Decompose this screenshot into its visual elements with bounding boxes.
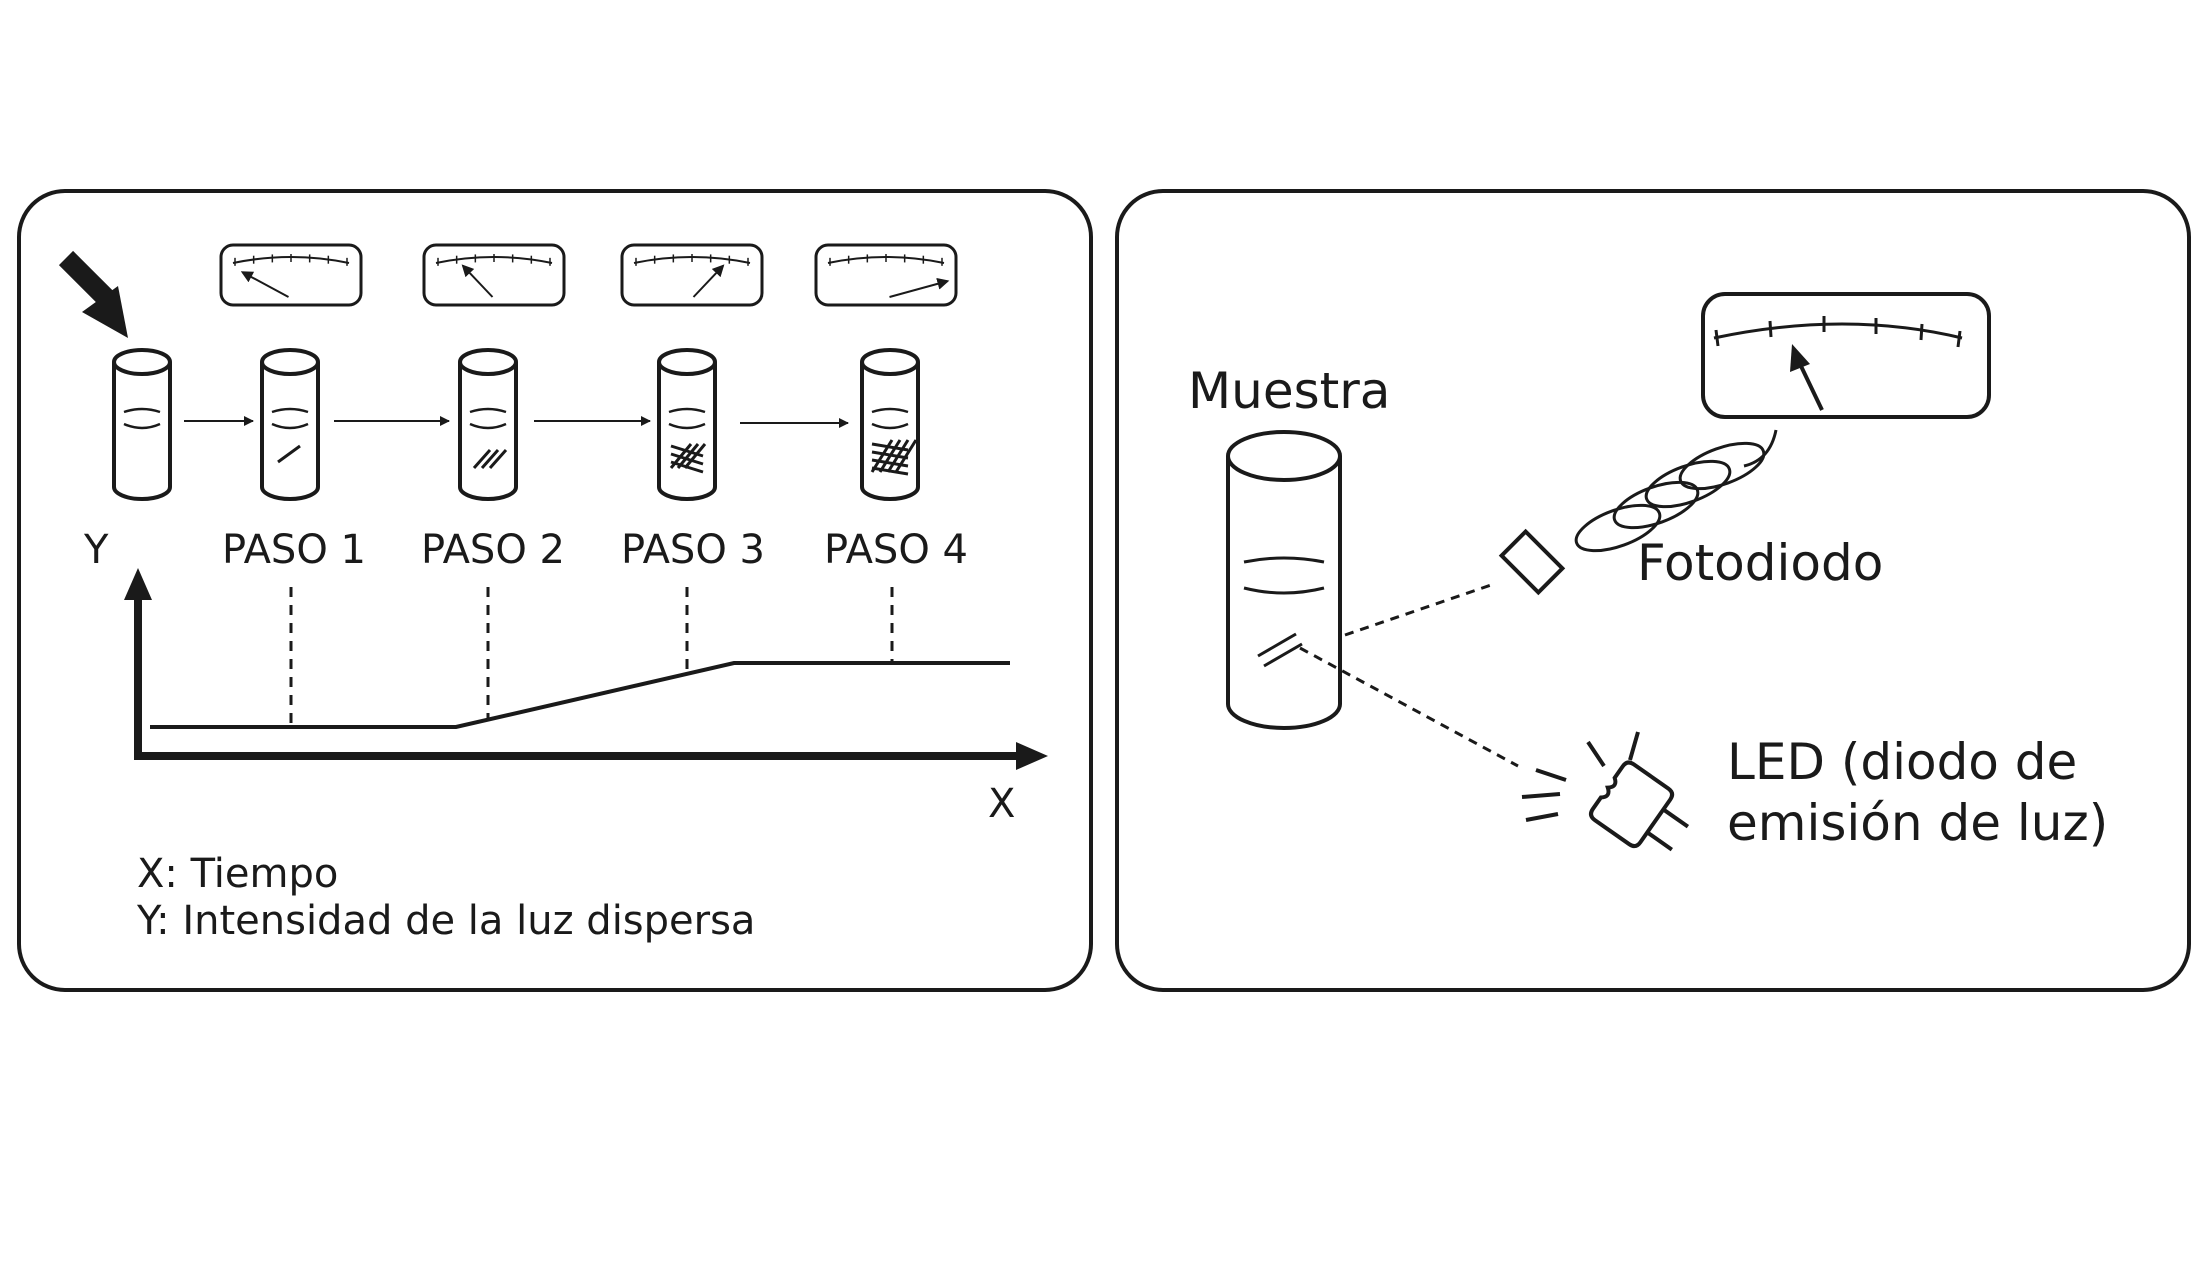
step-label-2: PASO 2 (421, 527, 565, 573)
legend-x: X: Tiempo (137, 851, 338, 897)
tube-initial (112, 348, 172, 501)
step-label-1: PASO 1 (222, 527, 366, 573)
gauge-needle (692, 264, 725, 298)
coil-wire (1574, 429, 1778, 553)
led-ray (1535, 768, 1567, 782)
left-panel: Y PASO 1 PASO 2 PASO 3 PASO 4 X X: Tiemp… (17, 189, 1093, 992)
tube-step-4 (860, 348, 920, 501)
gauge-icon-step-3 (620, 243, 764, 307)
legend-y: Y: Intensidad de la luz dispersa (136, 898, 755, 944)
led-ray (1586, 740, 1606, 768)
scattered-light-curve (150, 661, 1010, 729)
step-tubes (112, 348, 920, 501)
scattered-beam (1344, 582, 1495, 637)
gauge-needle (240, 271, 289, 298)
meter-icon (1701, 292, 1991, 419)
led-label-line1: LED (diodo de (1727, 733, 2077, 791)
tube-step-1 (260, 348, 320, 501)
left-panel-frame (17, 189, 1093, 992)
sample-tube (1226, 430, 1342, 730)
y-axis-arrowhead (124, 568, 152, 600)
x-axis-arrowhead (1016, 742, 1048, 770)
tube-step-2 (458, 348, 518, 501)
led-ray (1628, 731, 1640, 761)
step-gauges (219, 243, 958, 307)
led-ray (1521, 792, 1561, 799)
axis-x-label: X (988, 781, 1015, 827)
sample-label: Muestra (1188, 362, 1390, 420)
gauge-needle (889, 277, 950, 298)
photodiode-label: Fotodiodo (1637, 534, 1883, 592)
step-label-4: PASO 4 (824, 527, 968, 573)
axis-y-label: Y (83, 527, 109, 573)
step-arrows (184, 416, 849, 428)
step-markers (289, 587, 894, 727)
gauge-needle (461, 264, 494, 298)
gauge-icon-step-1 (219, 243, 363, 307)
step-label-3: PASO 3 (621, 527, 765, 573)
right-panel: Muestra Fotodiodo (1115, 189, 2191, 992)
gauge-icon-step-4 (814, 243, 958, 307)
light-beams (1299, 582, 1519, 768)
tube-step-3 (657, 348, 717, 501)
graph-axes (124, 568, 1048, 770)
led-icon (1521, 731, 1690, 852)
photodiode-icon (1498, 528, 1566, 596)
right-panel-frame (1115, 189, 2191, 992)
led-ray (1525, 812, 1559, 822)
input-arrow-icon (58, 250, 128, 338)
gauge-icon-step-2 (422, 243, 566, 307)
led-label-line2: emisión de luz) (1727, 794, 2108, 852)
